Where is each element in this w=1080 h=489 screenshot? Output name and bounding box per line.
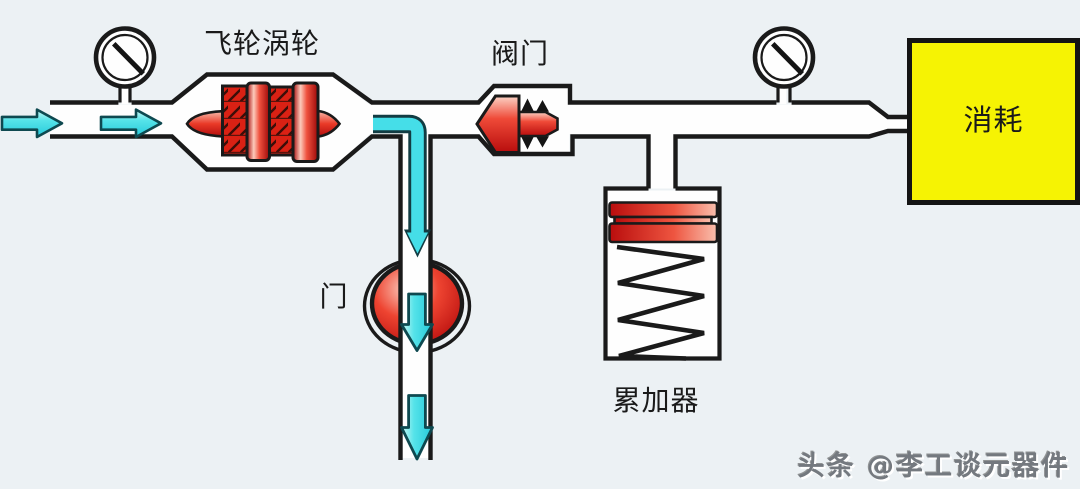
valve-label: 阀门: [490, 37, 549, 70]
consumer-label: 消耗: [963, 103, 1024, 137]
flow-arrows: [0, 108, 434, 461]
turbine-rotor-icon: [185, 81, 342, 163]
flow-arrow-down-3: [400, 394, 434, 461]
pressure-gauge-right-icon: [752, 26, 816, 103]
pressure-gauge-left-icon: [93, 26, 157, 103]
gauge-right-needle: [771, 42, 804, 76]
flow-arrow-down-2: [400, 292, 434, 352]
gauge-left-needle: [112, 42, 145, 76]
gate-label: 门: [319, 280, 349, 313]
pipe-bottom-edge: [50, 128, 910, 460]
accumulator-label: 累加器: [612, 384, 700, 417]
valve-shaft: [517, 110, 559, 138]
pipe-top-edge: [50, 72, 910, 120]
accumulator-spring-icon: [616, 244, 705, 361]
accumulator-piston: [608, 201, 719, 244]
flow-arrow-inlet-1: [0, 108, 64, 139]
watermark-text: 头条 @李工谈元器件: [797, 451, 1070, 482]
consumer-box: [907, 38, 1080, 205]
pipe-interior: [50, 76, 910, 458]
flow-arrow-elbow-down: [373, 114, 431, 258]
valve-screw-icon: [475, 94, 559, 154]
turbine-label: 飞轮涡轮: [203, 27, 320, 60]
flow-arrow-inlet-2: [99, 108, 163, 139]
valve-arrow-body: [475, 94, 521, 154]
pipe-outlines: [50, 72, 910, 460]
